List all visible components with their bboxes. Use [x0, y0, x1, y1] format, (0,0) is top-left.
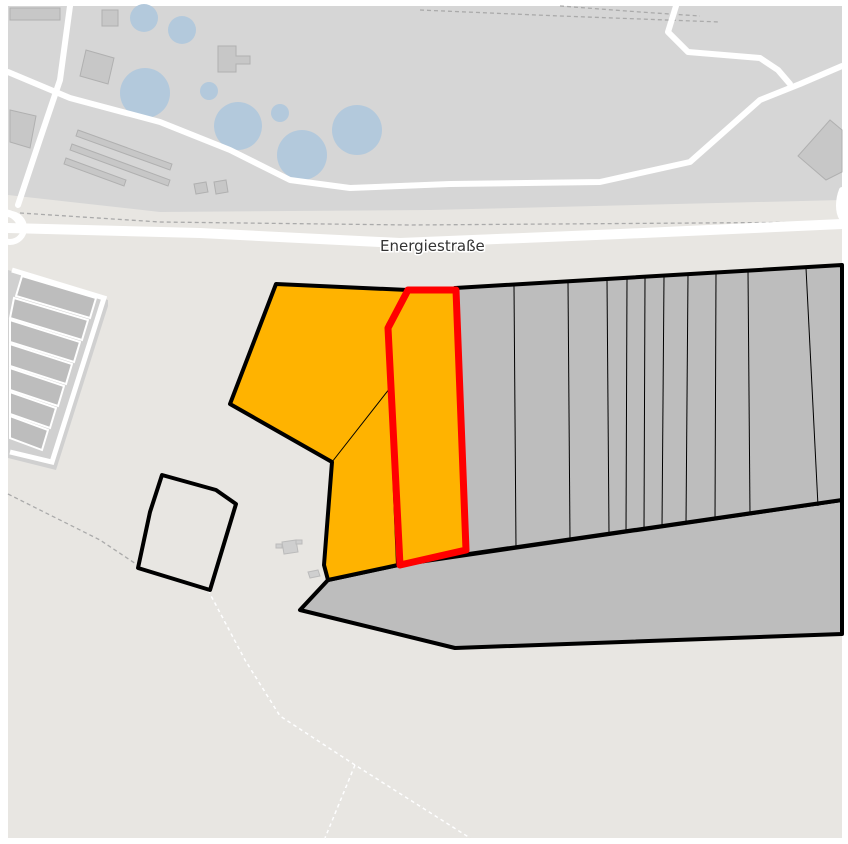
tank [168, 16, 196, 44]
industrial-area [8, 6, 842, 212]
roundabout [0, 211, 27, 245]
parcel-line [625, 278, 628, 533]
building [9, 7, 61, 21]
building [8, 296, 90, 342]
building [9, 318, 82, 364]
building [295, 539, 303, 545]
street-label: Energiestraße [380, 237, 485, 255]
building [9, 366, 66, 408]
parcel-line [747, 270, 751, 516]
footpath [324, 764, 356, 839]
building [193, 181, 209, 195]
road-industrial [5, 63, 845, 191]
outlined-building-parcel[interactable] [136, 473, 238, 592]
west-buildings [8, 267, 108, 470]
parcel-line [567, 281, 571, 541]
road-vertical [15, 3, 73, 208]
tank [332, 105, 382, 155]
building [9, 342, 74, 386]
building [79, 49, 115, 85]
parcel-line [714, 272, 717, 521]
parcel-line [685, 274, 689, 525]
footpath [207, 589, 471, 839]
tank [271, 104, 289, 122]
road-east-loop [836, 187, 845, 221]
building [9, 390, 58, 430]
parcel-line [805, 267, 819, 507]
footpaths-light [207, 589, 471, 839]
footpath [19, 212, 843, 226]
tank [214, 102, 262, 150]
footpath [559, 5, 701, 17]
building [213, 179, 229, 195]
tank [200, 82, 218, 100]
footpath [419, 9, 721, 23]
building [281, 539, 299, 555]
parcel-inner-line [331, 387, 391, 463]
building [797, 119, 843, 181]
parcel-line [643, 277, 646, 531]
building [307, 569, 321, 579]
building [275, 543, 283, 549]
building [217, 45, 251, 73]
parcel-line [606, 279, 610, 535]
industrial-buildings [9, 7, 843, 195]
building [9, 414, 50, 452]
building [63, 157, 127, 187]
building-block-outline [9, 267, 108, 465]
storage-tanks [120, 4, 382, 180]
building [14, 274, 98, 320]
road-energiestrasse [3, 219, 847, 248]
building [9, 109, 37, 149]
tank [277, 130, 327, 180]
highlighted-parcel[interactable] [384, 286, 470, 569]
building [69, 143, 171, 187]
building [75, 129, 173, 171]
tank [120, 68, 170, 118]
parcel-line [513, 285, 517, 549]
small-buildings [275, 539, 321, 579]
parcel-line [661, 276, 665, 529]
road-north-loop [665, 3, 793, 87]
roads [0, 3, 847, 248]
parcel-division-lines [513, 267, 819, 549]
building [101, 9, 119, 27]
tank [130, 4, 158, 32]
